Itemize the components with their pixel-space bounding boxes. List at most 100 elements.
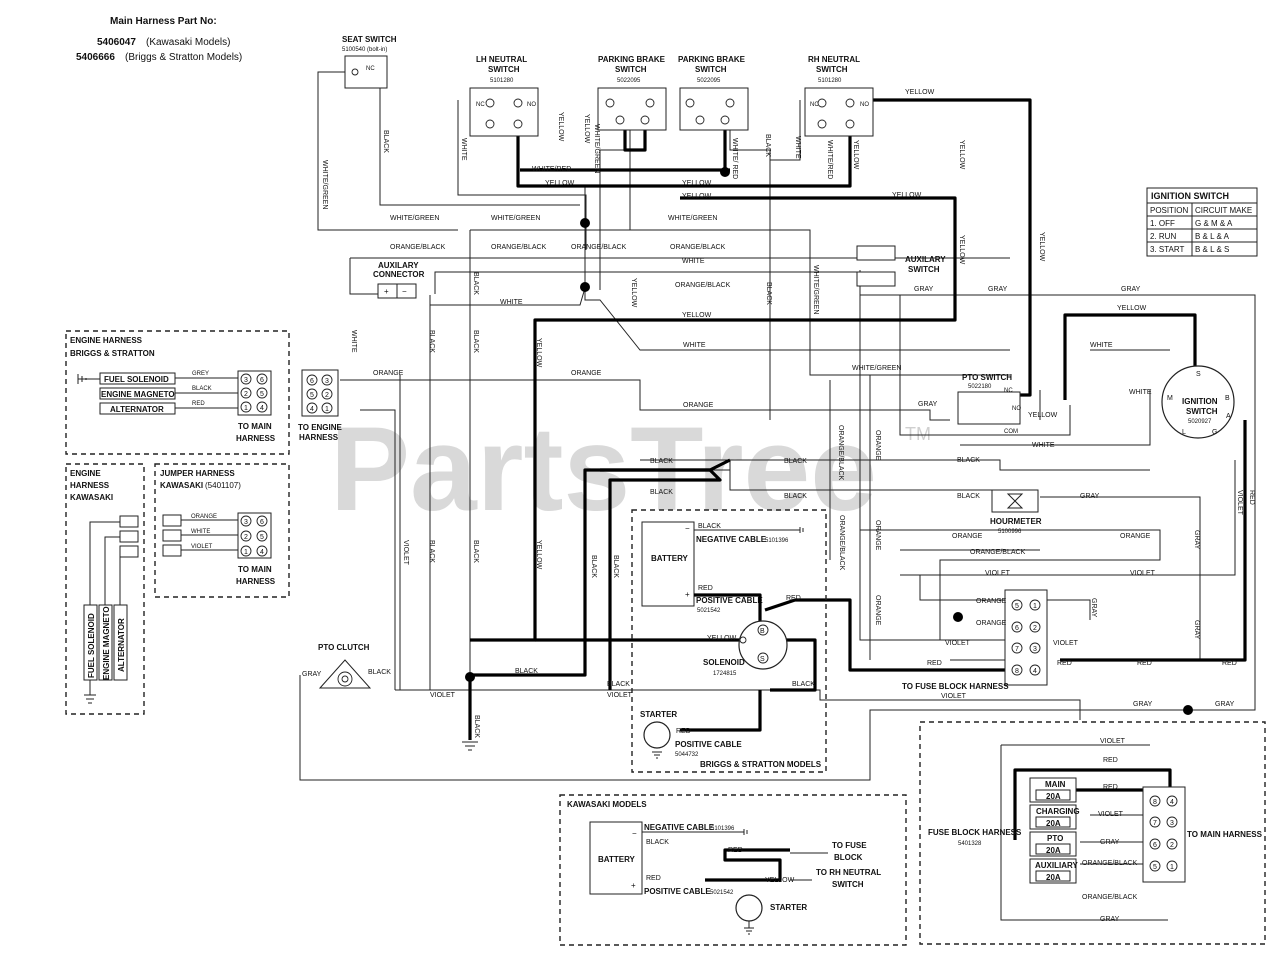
seat-switch-part: 5100540 (bolt-in) (342, 47, 387, 53)
svg-text:ORANGE/BLACK: ORANGE/BLACK (390, 244, 446, 251)
svg-text:GRAY: GRAY (1193, 620, 1200, 640)
svg-text:VIOLET: VIOLET (1053, 640, 1079, 647)
engine-connector: 6 3 5 2 4 1 TO ENGINE HARNESS (298, 369, 343, 442)
svg-text:−: − (632, 829, 637, 838)
jumper-harness-kawasaki: JUMPER HARNESS KAWASAKI (5401107) ORANGE… (154, 463, 290, 598)
svg-text:YELLOW: YELLOW (1117, 305, 1147, 312)
part-note-2: (Briggs & Stratton Models) (125, 52, 242, 63)
pto-clutch: PTO CLUTCH (318, 643, 372, 689)
svg-text:POSITION: POSITION (1150, 206, 1188, 215)
svg-text:6: 6 (260, 377, 264, 384)
svg-text:STARTER: STARTER (770, 903, 807, 912)
svg-text:4: 4 (260, 405, 264, 412)
svg-text:RED: RED (646, 875, 661, 882)
svg-text:ORANGE/BLACK: ORANGE/BLACK (571, 244, 627, 251)
svg-text:VIOLET: VIOLET (1100, 738, 1126, 745)
svg-text:YELLOW: YELLOW (583, 114, 590, 144)
svg-text:NC: NC (1004, 388, 1013, 394)
main-harness-header: Main Harness Part No: 5406047 (Kawasaki … (76, 16, 242, 63)
svg-text:GRAY: GRAY (1193, 530, 1200, 550)
svg-text:L: L (1182, 429, 1186, 436)
svg-text:VIOLET: VIOLET (430, 692, 456, 699)
svg-text:TO MAIN: TO MAIN (238, 565, 272, 574)
svg-text:ORANGE/BLACK: ORANGE/BLACK (1082, 894, 1138, 901)
svg-text:CIRCUIT MAKE: CIRCUIT MAKE (1195, 206, 1252, 215)
svg-text:ORANGE: ORANGE (976, 598, 1007, 605)
svg-text:SWITCH: SWITCH (488, 65, 520, 74)
svg-text:BLOCK: BLOCK (834, 853, 863, 862)
svg-text:YELLOW: YELLOW (765, 877, 795, 884)
svg-text:GRAY: GRAY (302, 671, 322, 678)
svg-text:GRAY: GRAY (1090, 598, 1097, 618)
svg-text:G: G (1212, 429, 1217, 436)
svg-text:2: 2 (1170, 842, 1174, 849)
svg-text:2: 2 (244, 534, 248, 541)
svg-text:BLACK: BLACK (784, 493, 807, 500)
part-note-1: (Kawasaki Models) (146, 37, 230, 48)
fuse-block-harness-box: FUSE BLOCK HARNESS 5401328 TO MAIN HARNE… (919, 721, 1266, 945)
svg-text:AUXILARY: AUXILARY (905, 255, 946, 264)
svg-text:YELLOW: YELLOW (682, 193, 712, 200)
svg-text:VIOLET: VIOLET (402, 540, 409, 566)
svg-text:BLACK: BLACK (590, 555, 597, 578)
svg-text:8: 8 (1015, 668, 1019, 675)
part-number-2: 5406666 (76, 52, 115, 63)
ignition-switch: IGNITION SWITCH 5020927 S B M A L G (1161, 365, 1235, 439)
svg-text:YELLOW: YELLOW (892, 192, 922, 199)
svg-text:PTO SWITCH: PTO SWITCH (962, 373, 1012, 382)
svg-text:ORANGE/BLACK: ORANGE/BLACK (837, 425, 844, 481)
svg-text:GRAY: GRAY (1100, 839, 1120, 846)
svg-text:ALTERNATOR: ALTERNATOR (110, 405, 164, 414)
svg-text:LH NEUTRAL: LH NEUTRAL (476, 55, 527, 64)
svg-text:BATTERY: BATTERY (598, 855, 636, 864)
svg-text:ORANGE/BLACK: ORANGE/BLACK (675, 282, 731, 289)
svg-text:20A: 20A (1046, 792, 1061, 801)
svg-text:WHITE: WHITE (1032, 442, 1055, 449)
svg-text:BLACK: BLACK (650, 458, 673, 465)
svg-text:ORANGE: ORANGE (683, 402, 714, 409)
hourmeter: HOURMETER 5100996 (990, 489, 1042, 535)
svg-text:3: 3 (1170, 820, 1174, 827)
svg-text:NO: NO (527, 102, 536, 108)
svg-text:−: − (402, 287, 407, 296)
svg-text:5: 5 (1153, 864, 1157, 871)
svg-text:B & L & S: B & L & S (1195, 245, 1229, 254)
ignition-switch-table: IGNITION SWITCH POSITION CIRCUIT MAKE 1.… (1146, 187, 1258, 257)
svg-text:NEGATIVE CABLE: NEGATIVE CABLE (696, 535, 767, 544)
svg-text:BRIGGS & STRATTON: BRIGGS & STRATTON (70, 349, 155, 358)
parking-brake-switch-1: PARKING BRAKE SWITCH 5022095 (597, 55, 667, 131)
svg-text:ORANGE: ORANGE (1120, 533, 1151, 540)
svg-text:S: S (1196, 371, 1201, 378)
svg-text:RED: RED (728, 847, 743, 854)
svg-text:−: − (685, 524, 690, 533)
svg-text:VIOLET: VIOLET (985, 570, 1011, 577)
parking-brake-switch-2: PARKING BRAKE SWITCH 5022095 (678, 55, 749, 131)
svg-text:YELLOW: YELLOW (535, 540, 542, 570)
briggs-stratton-models-box: BATTERY − + BLACK NEGATIVE CABLE 5101396… (631, 509, 827, 773)
svg-text:4: 4 (310, 406, 314, 413)
svg-text:VIOLET: VIOLET (1098, 811, 1124, 818)
svg-text:ORANGE: ORANGE (976, 620, 1007, 627)
svg-text:BLACK: BLACK (473, 715, 480, 738)
svg-text:FUSE BLOCK HARNESS: FUSE BLOCK HARNESS (928, 828, 1022, 837)
svg-text:5101396: 5101396 (711, 826, 735, 832)
svg-text:M: M (1167, 395, 1173, 402)
svg-text:3: 3 (244, 377, 248, 384)
svg-text:GRAY: GRAY (1133, 701, 1153, 708)
svg-text:CONNECTOR: CONNECTOR (373, 270, 425, 279)
svg-text:8: 8 (1153, 799, 1157, 806)
svg-text:3: 3 (325, 378, 329, 385)
svg-text:+: + (685, 590, 690, 599)
svg-text:VIOLET: VIOLET (607, 692, 633, 699)
svg-text:RED: RED (676, 728, 691, 735)
svg-text:NO: NO (1012, 406, 1021, 412)
svg-text:RED: RED (1057, 660, 1072, 667)
svg-text:BLACK: BLACK (957, 457, 980, 464)
seat-switch-title: SEAT SWITCH (342, 35, 397, 44)
svg-text:BLACK: BLACK (472, 272, 479, 295)
svg-text:6: 6 (310, 378, 314, 385)
svg-text:YELLOW: YELLOW (545, 180, 575, 187)
svg-text:WHITE: WHITE (191, 529, 210, 535)
svg-text:20A: 20A (1046, 846, 1061, 855)
svg-text:5101396: 5101396 (765, 538, 789, 544)
